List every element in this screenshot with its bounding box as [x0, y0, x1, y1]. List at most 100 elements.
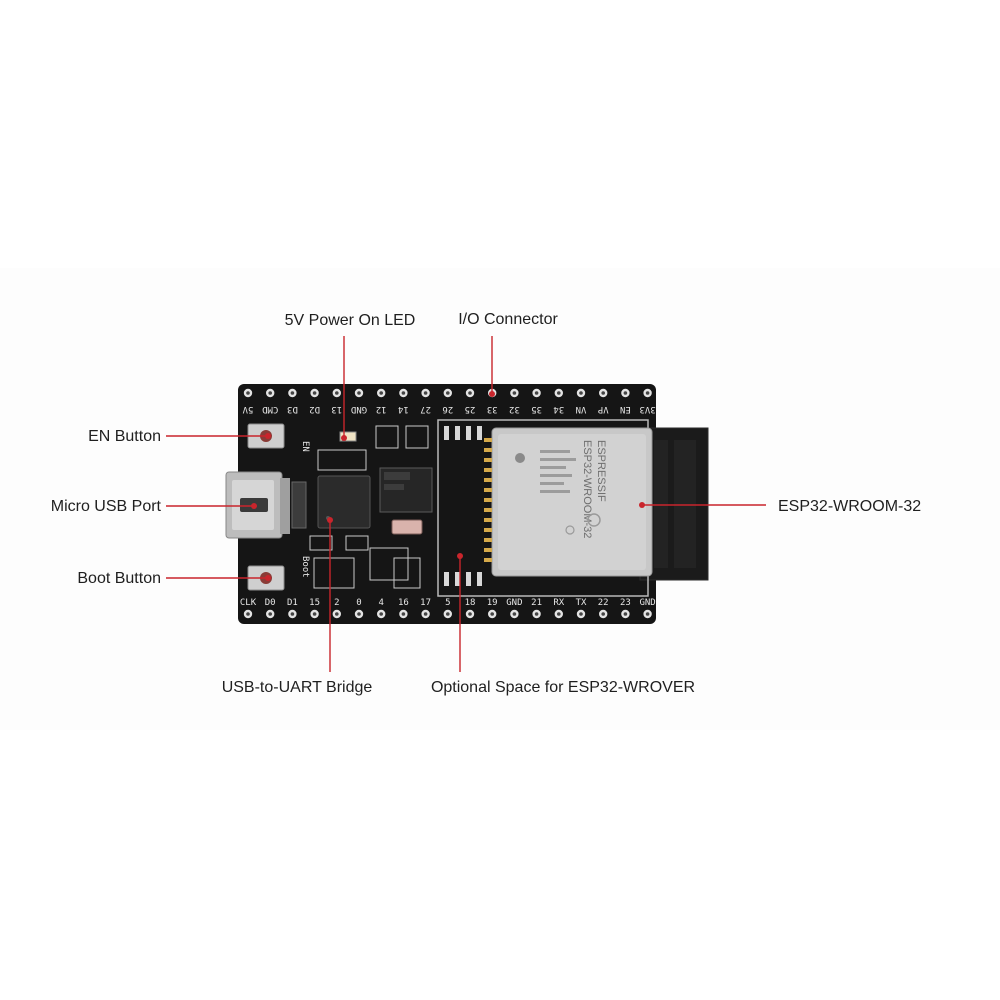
- top-pin-hole-center: [468, 391, 472, 395]
- top-pin-label: 14: [398, 404, 409, 414]
- top-pin-hole-center: [645, 391, 650, 395]
- top-pin-hole-center: [379, 391, 384, 395]
- top-pin-hole-center: [579, 391, 583, 395]
- top-pin-hole-center: [601, 391, 605, 395]
- top-pin-label: 13: [331, 404, 342, 414]
- top-pin-hole-center: [446, 391, 450, 395]
- top-pin-label: GND: [351, 404, 367, 414]
- leader-lines: [166, 336, 766, 672]
- module-brand-text: ESPRESSIF: [595, 440, 607, 502]
- bottom-pin-hole-center: [601, 612, 605, 616]
- bottom-pin-hole-center: [579, 612, 583, 616]
- micro-usb-connector: [225, 471, 290, 539]
- top-pin-label: 5V: [242, 404, 253, 414]
- bottom-pin-hole-center: [401, 612, 406, 616]
- bottom-pin-hole-center: [268, 612, 273, 616]
- bottom-pin-hole-center: [490, 612, 495, 616]
- bottom-pin-hole-center: [357, 612, 361, 616]
- top-pin-label: 12: [376, 404, 387, 414]
- top-pin-label: 32: [509, 404, 520, 414]
- callout-esp32-wroom: ESP32-WROOM-32: [778, 498, 921, 515]
- usb-uart-chip: [317, 475, 371, 529]
- top-pin-hole-center: [557, 391, 561, 395]
- bottom-pin-label: 23: [620, 598, 631, 608]
- bottom-pin-label: GND: [639, 598, 655, 608]
- bottom-pin-label: 15: [309, 598, 320, 608]
- callout-en-button: EN Button: [88, 428, 161, 445]
- bottom-pin-label: 18: [465, 598, 476, 608]
- top-pin-label: EN: [620, 404, 631, 414]
- leader-dot-boot-button: [265, 575, 271, 581]
- callout-usb-uart: USB-to-UART Bridge: [222, 679, 373, 696]
- leader-dot-en-button: [265, 433, 271, 439]
- bottom-pin-label: 2: [334, 598, 339, 608]
- callout-boot-button: Boot Button: [77, 570, 161, 587]
- bottom-pin-hole-center: [512, 612, 517, 616]
- top-pin-hole-center: [335, 391, 339, 395]
- top-pin-label: 33: [487, 404, 498, 414]
- bottom-pin-label: 19: [487, 598, 498, 608]
- bottom-pin-hole-center: [290, 612, 295, 616]
- bottom-pin-hole-center: [312, 612, 317, 616]
- bottom-pin-hole-center: [468, 612, 472, 616]
- top-pin-hole-center: [246, 391, 250, 395]
- top-pin-hole-center: [290, 391, 295, 395]
- bottom-pin-label: 5: [445, 598, 450, 608]
- leader-dot-wrover-space: [457, 553, 463, 559]
- pcb-board: ESPRESSIF ESP32-WROOM-32: [225, 384, 709, 624]
- callout-micro-usb: Micro USB Port: [51, 498, 162, 515]
- top-pin-hole-center: [512, 391, 517, 395]
- bottom-pin-hole-center: [534, 612, 539, 616]
- bottom-pin-hole-center: [446, 612, 450, 616]
- leader-dot-micro-usb: [251, 503, 257, 509]
- bottom-pin-hole-center: [557, 612, 561, 616]
- footprint-pads: [444, 426, 482, 586]
- leader-dot-esp32-wroom: [639, 502, 645, 508]
- top-pin-label: 27: [420, 404, 431, 414]
- bottom-pin-hole-center: [246, 612, 250, 616]
- bottom-pin-label: 17: [420, 598, 431, 608]
- top-pin-hole-center: [268, 391, 273, 395]
- bottom-pin-hole-center: [645, 612, 650, 616]
- bottom-pin-label: 0: [356, 598, 361, 608]
- leader-dot-io-connector: [489, 391, 495, 397]
- top-pin-label: 34: [553, 404, 564, 414]
- power-led-part: [339, 431, 357, 442]
- callout-io-connector: I/O Connector: [458, 311, 558, 328]
- top-pin-label: D3: [287, 404, 298, 414]
- bottom-pin-label: CLK: [240, 598, 257, 608]
- bottom-pin-label: 16: [398, 598, 409, 608]
- bottom-pin-label: D1: [287, 598, 298, 608]
- top-pin-label: VP: [597, 404, 608, 414]
- top-pin-label: D2: [309, 404, 320, 414]
- bottom-pin-label: 21: [531, 598, 542, 608]
- bottom-pin-label: GND: [506, 598, 522, 608]
- bottom-pin-hole-center: [623, 612, 628, 616]
- bottom-pin-label: 22: [598, 598, 609, 608]
- bottom-pin-label: 4: [378, 598, 383, 608]
- leader-dot-usb-uart: [327, 517, 333, 523]
- top-pin-label: 3V3: [639, 404, 655, 414]
- top-pin-label: 35: [531, 404, 542, 414]
- bottom-pin-hole-center: [423, 612, 428, 616]
- voltage-regulator: [379, 467, 433, 535]
- top-pin-hole-center: [357, 391, 361, 395]
- bottom-pin-hole-center: [335, 612, 339, 616]
- top-pin-hole-center: [312, 391, 317, 395]
- top-pin-label: VN: [576, 404, 587, 414]
- top-pin-hole-center: [423, 391, 428, 395]
- top-pin-label: 26: [442, 404, 453, 414]
- bottom-pin-label: TX: [576, 598, 587, 608]
- bottom-pin-hole-center: [379, 612, 384, 616]
- top-pin-label: CMD: [262, 404, 278, 414]
- silkscreen-boot: Boot: [300, 556, 310, 578]
- top-pin-hole-center: [401, 391, 406, 395]
- bottom-pin-label: RX: [553, 598, 564, 608]
- silkscreen-en: EN: [300, 441, 310, 452]
- top-pin-hole-center: [623, 391, 628, 395]
- callout-power-led: 5V Power On LED: [285, 312, 416, 329]
- module-pads: [484, 438, 492, 562]
